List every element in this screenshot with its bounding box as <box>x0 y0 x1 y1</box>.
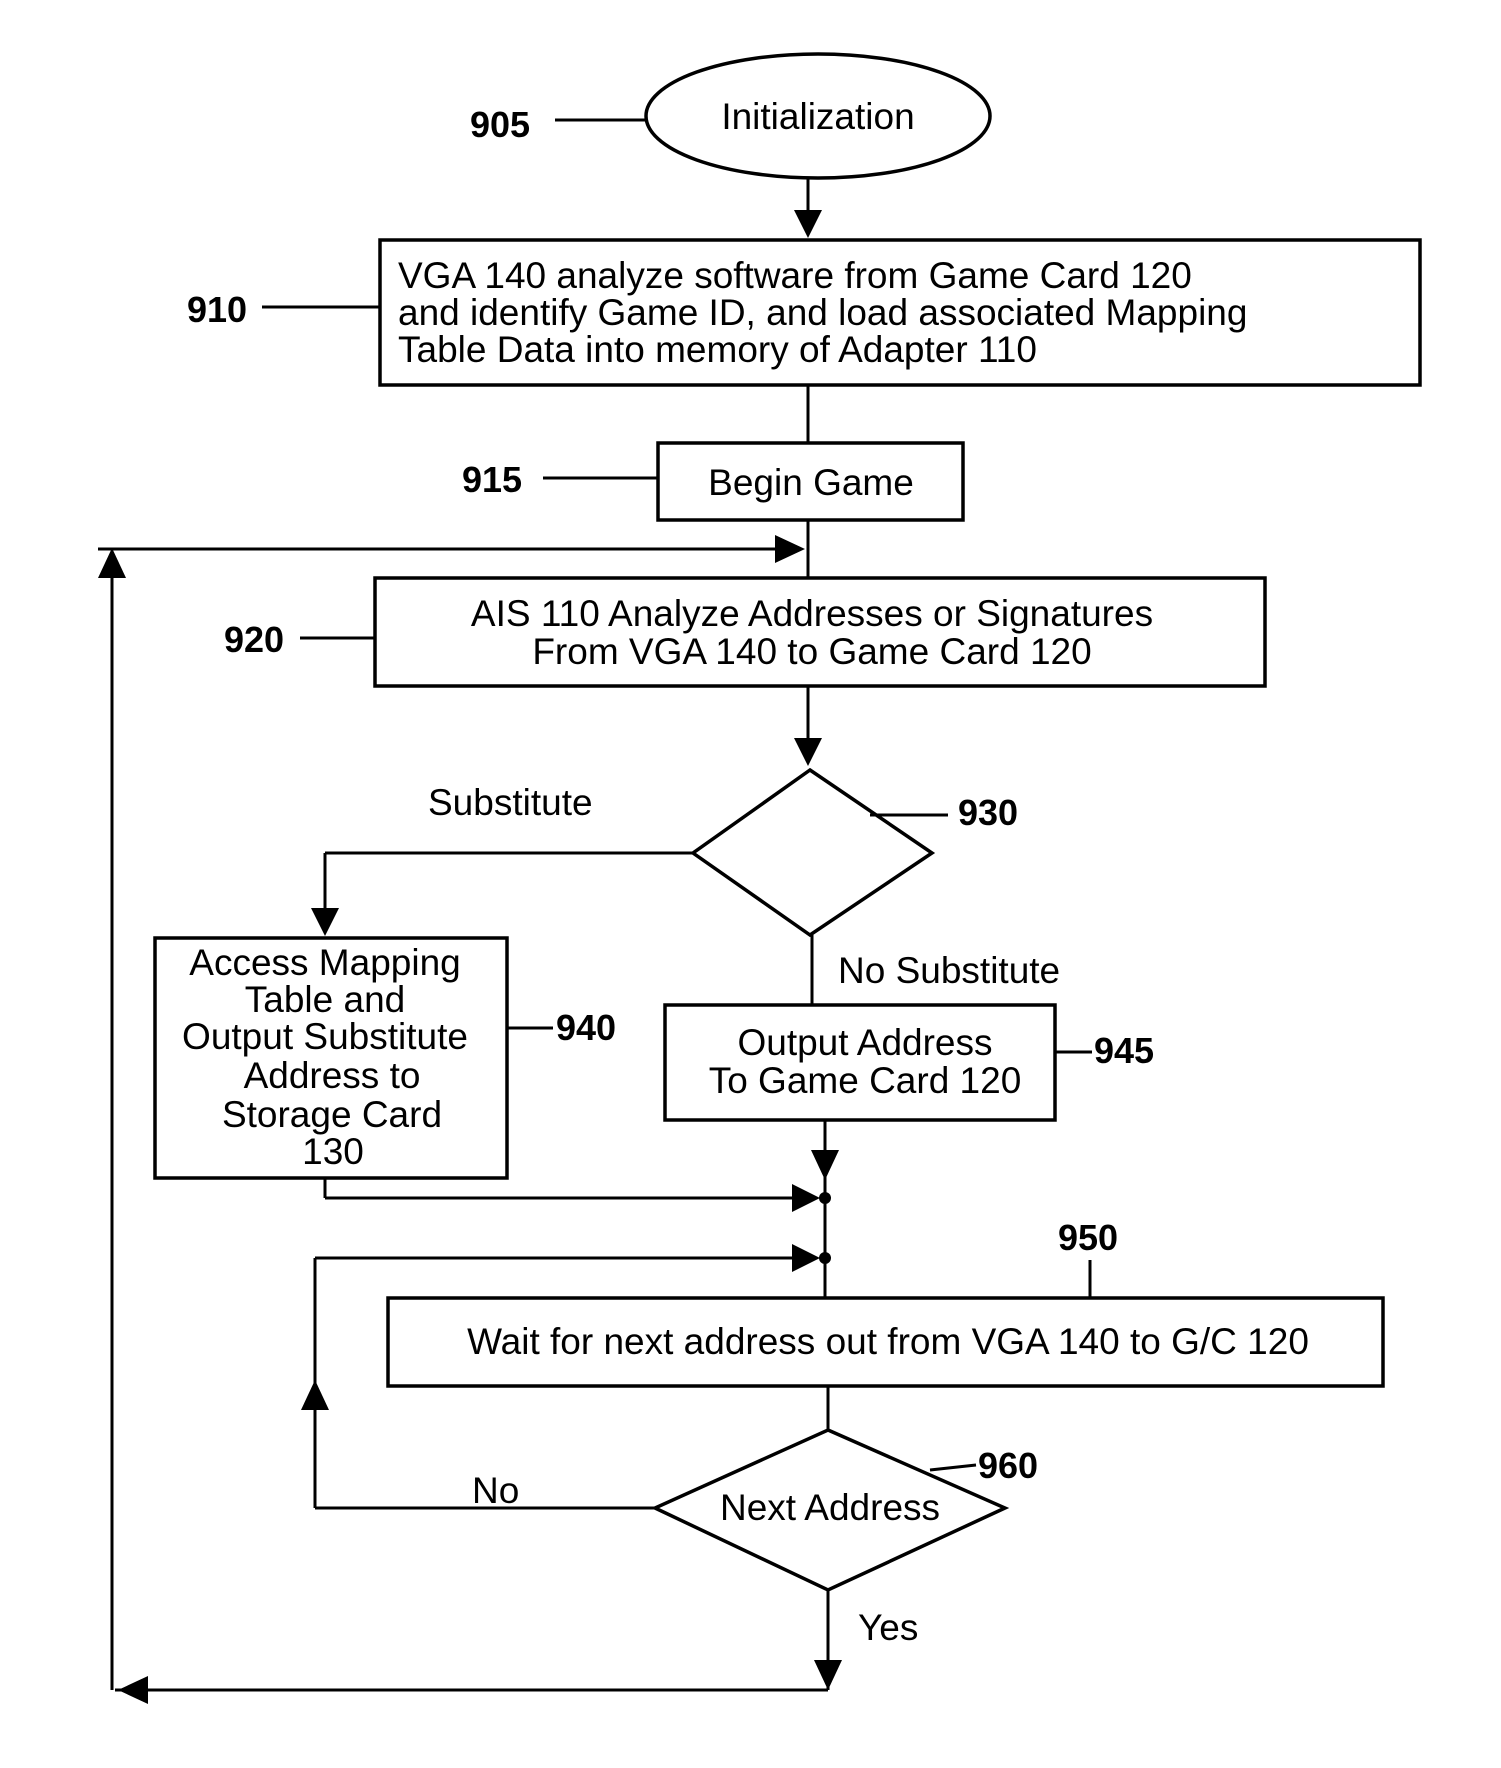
ref-950: 950 <box>1058 1217 1118 1258</box>
leader-960 <box>930 1465 976 1470</box>
access-line-6: 130 <box>302 1131 364 1172</box>
output-line-1: Output Address <box>737 1022 992 1063</box>
analyze-line-1: VGA 140 analyze software from Game Card … <box>398 255 1192 296</box>
arrowhead-940-merge <box>792 1184 820 1212</box>
ref-915: 915 <box>462 459 522 500</box>
output-line-2: To Game Card 120 <box>709 1060 1022 1101</box>
ref-920: 920 <box>224 619 284 660</box>
ais-line-1: AIS 110 Analyze Addresses or Signatures <box>471 593 1153 634</box>
arrowhead-920-930 <box>794 738 822 766</box>
label-substitute: Substitute <box>428 782 593 823</box>
arrowhead-no-up <box>301 1380 329 1410</box>
decision-960-label: Next Address <box>720 1487 940 1528</box>
begin-label: Begin Game <box>708 462 914 503</box>
ais-line-2: From VGA 140 to Game Card 120 <box>532 631 1091 672</box>
access-line-1: Access Mapping <box>189 942 460 983</box>
arrowhead-yes-left <box>118 1676 148 1704</box>
decision-930 <box>693 770 932 935</box>
ref-940: 940 <box>556 1007 616 1048</box>
arrowhead-no-return <box>792 1244 820 1272</box>
ref-930: 930 <box>958 792 1018 833</box>
label-yes: Yes <box>858 1607 918 1648</box>
ref-910: 910 <box>187 289 247 330</box>
label-no: No <box>472 1470 519 1511</box>
wait-label: Wait for next address out from VGA 140 t… <box>467 1321 1309 1362</box>
label-no-substitute: No Substitute <box>838 950 1060 991</box>
arrowhead-945-merge <box>811 1150 839 1180</box>
init-label: Initialization <box>721 96 914 137</box>
arrowhead-905-910 <box>794 210 822 238</box>
merge-dot-2 <box>819 1252 831 1264</box>
ref-905: 905 <box>470 104 530 145</box>
access-line-2: Table and <box>245 979 405 1020</box>
loop-up-arrowhead <box>98 548 126 578</box>
ref-960: 960 <box>978 1445 1038 1486</box>
loop-right-arrowhead <box>775 535 805 563</box>
access-line-4: Address to <box>244 1055 421 1096</box>
analyze-line-3: Table Data into memory of Adapter 110 <box>398 329 1037 370</box>
ref-945: 945 <box>1094 1030 1154 1071</box>
arrowhead-substitute <box>311 908 339 936</box>
analyze-line-2: and identify Game ID, and load associate… <box>398 292 1247 333</box>
access-line-5: Storage Card <box>222 1094 442 1135</box>
access-line-3: Output Substitute <box>182 1016 468 1057</box>
arrowhead-yes-down <box>814 1660 842 1690</box>
